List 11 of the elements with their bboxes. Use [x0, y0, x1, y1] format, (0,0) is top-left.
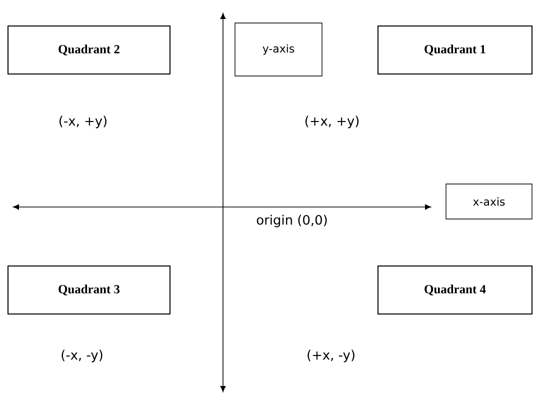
quadrant-box: Quadrant 3: [8, 266, 170, 314]
coordinate-label: (-x, +y): [60, 116, 106, 128]
coordinate-label: origin (0,0): [256, 214, 327, 228]
coordinate-label: (+x, -y): [308, 350, 354, 362]
quadrant-box: Quadrant 2: [8, 26, 170, 74]
quadrant-box: Quadrant 1: [378, 26, 532, 74]
axis-label-box: y-axis: [234, 22, 322, 76]
quadrant-box: Quadrant 4: [378, 266, 532, 314]
coordinate-label: (+x, +y): [305, 116, 359, 128]
coordinate-label: (-x, -y): [62, 350, 102, 362]
axis-label-box: x-axis: [446, 184, 532, 220]
